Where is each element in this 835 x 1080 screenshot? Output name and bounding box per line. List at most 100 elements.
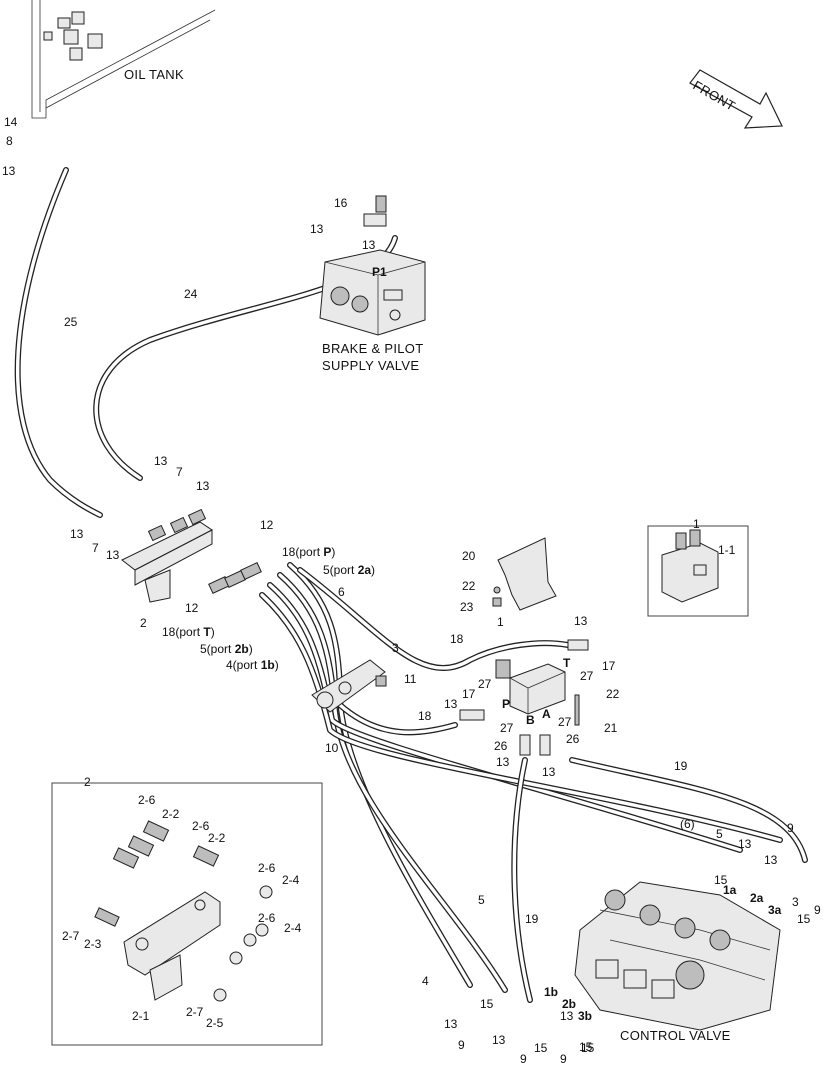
part-number-label: 7	[92, 541, 99, 555]
port-t: T	[563, 656, 571, 670]
hose-clamp	[311, 659, 387, 713]
brake-valve-title-line1: BRAKE & PILOT	[322, 341, 423, 356]
part-number-label: 13	[154, 454, 168, 468]
tank-fittings	[43, 11, 103, 61]
oil-tank	[31, 0, 216, 119]
part-number-label: 2-5	[206, 1016, 224, 1030]
part-number-label: 6	[338, 585, 345, 599]
port-2a: 2a	[750, 891, 764, 905]
port-p: P	[502, 697, 510, 711]
port-1a: 1a	[723, 883, 737, 897]
part-number-label: 2-6	[192, 819, 210, 833]
part-number-label: 9	[787, 821, 794, 835]
hoses	[14, 167, 808, 1003]
part-number-label: 26	[494, 739, 508, 753]
part-number-label: 27	[558, 715, 572, 729]
part-number-label: 15	[797, 912, 811, 926]
callout-5-port-2b: 5(port 2b)	[200, 642, 253, 656]
part-number-label: 13	[196, 479, 210, 493]
callout-18-port-p: 18(port P)	[282, 545, 335, 559]
part-number-label: 2-4	[282, 873, 300, 887]
part-number-label: 3	[392, 641, 399, 655]
port-a: A	[542, 707, 551, 721]
part-number-label: 13	[444, 1017, 458, 1031]
part-number-label: 9	[458, 1038, 465, 1052]
manifold-block	[121, 508, 262, 603]
part-number-label: 12	[185, 601, 199, 615]
selector-valve	[459, 639, 589, 756]
part-number-label: 17	[602, 659, 616, 673]
part-number-label: 21	[604, 721, 618, 735]
inset-1	[647, 525, 749, 617]
part-number-label: 13	[542, 765, 556, 779]
part-number-label: 26	[566, 732, 580, 746]
part-number-label: 16	[334, 196, 348, 210]
part-number-label: 2-2	[162, 807, 180, 821]
control-valve	[574, 881, 781, 1031]
brake-valve-title-line2: SUPPLY VALVE	[322, 358, 419, 373]
part-number-label: 13	[574, 614, 588, 628]
part-number-label: 7	[176, 465, 183, 479]
part-number-label: 9	[560, 1052, 567, 1066]
part-number-label: 15	[579, 1040, 593, 1054]
part-number-label: 9	[520, 1052, 527, 1066]
part-number-label: 22	[462, 579, 476, 593]
part-number-label: 4	[422, 974, 429, 988]
part-number-label: 13	[70, 527, 84, 541]
part-number-label: 2-7	[186, 1005, 204, 1019]
part-number-label: 18	[450, 632, 464, 646]
part-number-label: 13	[362, 238, 376, 252]
part-number-label: 13	[492, 1033, 506, 1047]
oil-tank-title: OIL TANK	[124, 67, 184, 82]
port-3a: 3a	[768, 903, 782, 917]
part-number-label: 13	[764, 853, 778, 867]
part-number-label: 22	[606, 687, 620, 701]
hose-port-callouts: 18(port P) 5(port 2a) 18(port T) 5(port …	[162, 545, 375, 672]
part-number-label: 18	[418, 709, 432, 723]
part-number-label: 2-2	[208, 831, 226, 845]
part-number-label: 14	[4, 115, 18, 129]
part-number-label: 2-7	[62, 929, 80, 943]
callout-18-port-t: 18(port T)	[162, 625, 215, 639]
inset-2-title: 2	[84, 775, 91, 789]
part-number-label: 23	[460, 600, 474, 614]
part-number-label: 2-6	[138, 793, 156, 807]
part-number-label: 13	[2, 164, 16, 178]
brake-pilot-supply-valve	[319, 195, 426, 336]
port-3b: 3b	[578, 1009, 592, 1023]
part-number-label: 24	[184, 287, 198, 301]
part-number-label: 2-6	[258, 861, 276, 875]
part-number-label: 19	[525, 912, 539, 926]
port-2b: 2b	[562, 997, 576, 1011]
part-number-label: 19	[674, 759, 688, 773]
port-labels: P1 T P A B 1a 2a 3a 1b 2b 3b	[372, 265, 782, 1023]
part-number-label: 15	[534, 1041, 548, 1055]
part-number-label: 5	[478, 893, 485, 907]
part-number-label: 25	[64, 315, 78, 329]
part-number-label: 27	[478, 677, 492, 691]
front-arrow	[689, 69, 783, 129]
part-number-label: 2-4	[284, 921, 302, 935]
callout-4-port-1b: 4(port 1b)	[226, 658, 279, 672]
part-number-label: 15	[581, 1041, 595, 1055]
part-number-label: 9	[814, 903, 821, 917]
part-number-label: 10	[325, 741, 339, 755]
port-1b: 1b	[544, 985, 558, 999]
part-number-label: 13	[560, 1009, 574, 1023]
part-number-label: 2-6	[258, 911, 276, 925]
part-number-label: 2	[140, 616, 147, 630]
part-number-label: 13	[444, 697, 458, 711]
part-number-label: 13	[496, 755, 510, 769]
callout-5-port-2a: 5(port 2a)	[323, 563, 375, 577]
part-number-label: 15	[714, 873, 728, 887]
part-number-label: 1-1	[718, 543, 736, 557]
part-number-label: 27	[500, 721, 514, 735]
bracket-20	[492, 537, 557, 611]
part-number-label: (6)	[680, 817, 695, 831]
port-b: B	[526, 713, 535, 727]
part-number-label: 3	[792, 895, 799, 909]
port-p1: P1	[372, 265, 387, 279]
part-number-label: 2-1	[132, 1009, 150, 1023]
